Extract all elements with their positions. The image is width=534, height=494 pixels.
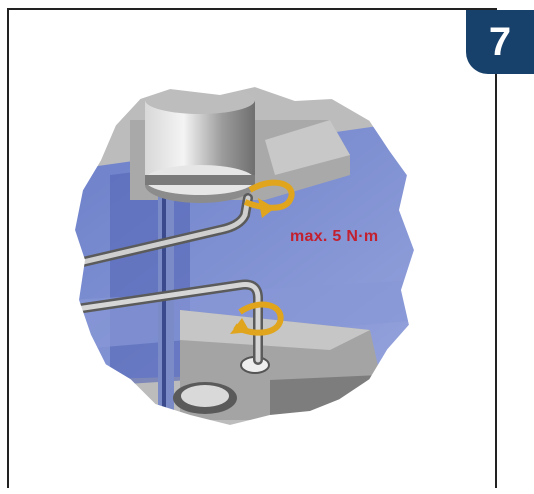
torque-limit-label: max. 5 N·m [290,228,379,245]
step-badge: 7 [466,10,534,74]
assembly-illustration [72,84,417,428]
step-number: 7 [488,20,512,64]
page-frame [7,8,497,488]
